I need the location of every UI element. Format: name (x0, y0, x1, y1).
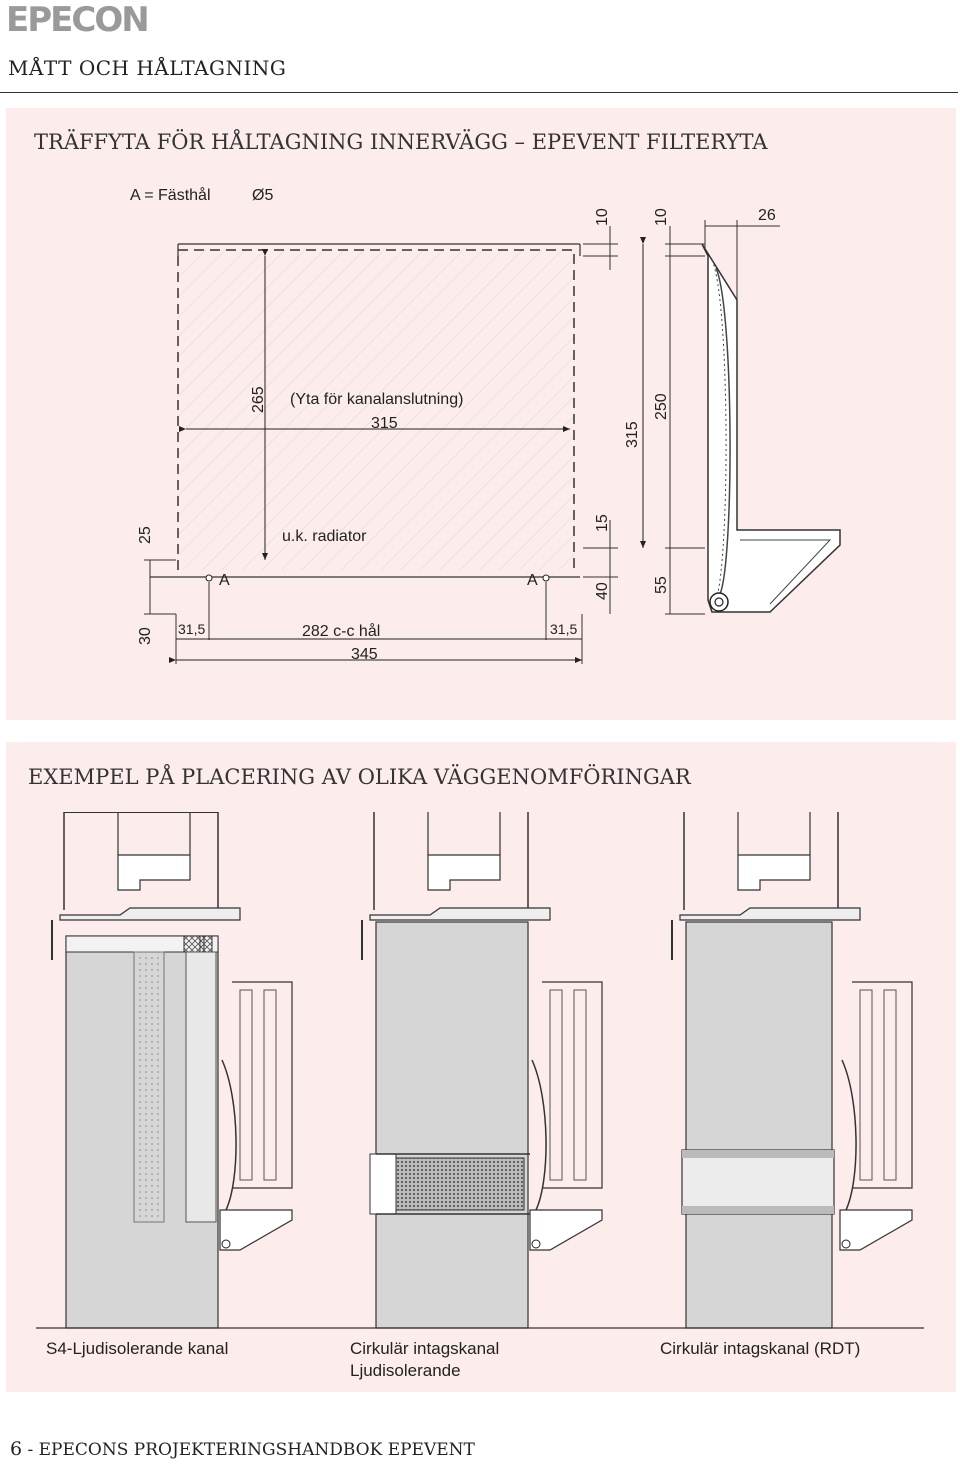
example-circular-duct-soundproof (361, 812, 603, 1329)
mounting-hole-right (542, 574, 550, 582)
total-width-label: 345 (351, 646, 378, 663)
legend-fastenal: A = Fästhål (130, 186, 211, 204)
dim-315-label: 315 (371, 415, 398, 432)
epecon-logo: EPECON (6, 0, 150, 40)
dim-40-label: 40 (594, 582, 611, 600)
example-circular-duct-rdt (671, 812, 913, 1329)
hole-area-title: TRÄFFYTA FÖR HÅLTAGNING INNERVÄGG – EPEV… (34, 130, 768, 154)
dim-315-right-label: 315 (624, 421, 641, 448)
cc-holes-label: 282 c-c hål (302, 622, 380, 640)
unit-side-profile (701, 243, 841, 613)
mounting-hole-left (205, 574, 213, 582)
dim-25-label: 25 (137, 526, 154, 544)
page-number: 6 (10, 1438, 23, 1460)
dim-10b-label: 10 (653, 208, 670, 226)
section-title: MÅTT OCH HÅLTAGNING (8, 56, 287, 80)
dim-15-label: 15 (594, 514, 611, 532)
page-footer: 6 - EPECONS PROJEKTERINGSHANDBOK EPEVENT (10, 1438, 475, 1460)
wall-examples-title: EXEMPEL PÅ PLACERING AV OLIKA VÄGGENOMFÖ… (28, 765, 691, 789)
example-s4-duct (51, 812, 293, 1329)
header-divider (0, 92, 958, 93)
dim-250-label: 250 (653, 393, 670, 420)
mounting-area-hatch (178, 250, 574, 570)
dim-265-label: 265 (250, 386, 267, 413)
hole-a-left-label: A (219, 572, 230, 589)
area-label: (Yta för kanalanslutning) (290, 391, 463, 408)
edge-right-label: 31,5 (550, 621, 577, 637)
dim-30-label: 30 (137, 627, 154, 645)
caption-1: S4-Ljudisolerande kanal (46, 1339, 229, 1358)
hole-a-right-label: A (527, 572, 538, 589)
radiator-label: u.k. radiator (282, 528, 367, 545)
legend-diameter: Ø5 (252, 187, 273, 204)
footer-text: - EPECONS PROJEKTERINGSHANDBOK EPEVENT (22, 1440, 475, 1460)
caption-2: Cirkulär intagskanal Ljudisolerande (350, 1339, 500, 1380)
dim-10a-label: 10 (594, 208, 611, 226)
edge-left-label: 31,5 (178, 621, 205, 637)
caption-3: Cirkulär intagskanal (RDT) (660, 1339, 861, 1358)
hole-area-diagram: A = Fästhål Ø5 (Yta för kanalanslutning)… (130, 186, 841, 664)
mounting-area-outline (177, 249, 575, 570)
dim-26-label: 26 (758, 207, 776, 224)
dim-55-label: 55 (653, 576, 670, 594)
wall-examples-diagram (36, 812, 924, 1329)
